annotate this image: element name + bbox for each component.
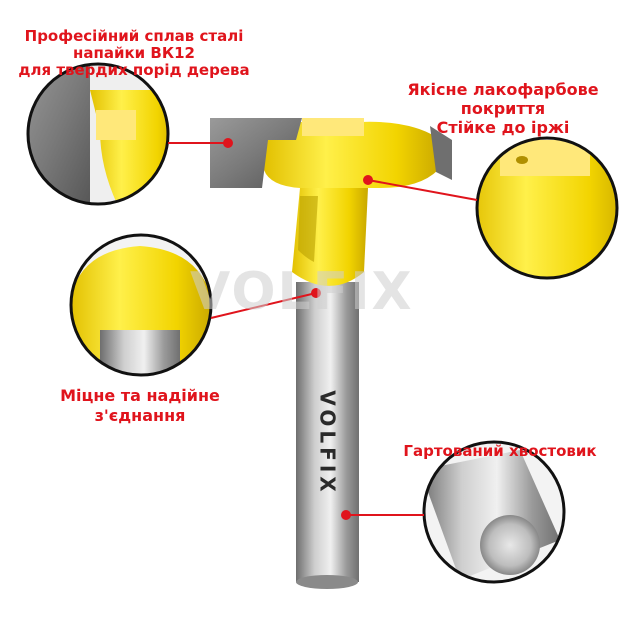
cutter-body <box>264 121 441 188</box>
callout-shank: Гартований хвостовик <box>403 442 597 460</box>
shank-end <box>296 575 358 589</box>
router-bit <box>210 118 452 589</box>
carbide-tip-left <box>210 118 302 188</box>
shank <box>296 282 359 582</box>
zoom-carbide <box>26 62 170 206</box>
carbide-tip-right <box>430 126 452 180</box>
neck-shadow <box>298 196 318 262</box>
callout-carbide: Професійний сплав сталі напайки ВК12 для… <box>18 27 250 79</box>
callout-joint: Міцне та надійне з'єднання <box>60 386 220 425</box>
leader-lines <box>168 138 478 520</box>
zoom-shank <box>422 440 566 584</box>
watermark: VOLFIX <box>190 262 414 322</box>
callout-coating: Якісне лакофарбове покриття Стійке до ір… <box>407 80 599 137</box>
zoom-joint <box>69 233 213 377</box>
shank-logo: VOLFIX <box>316 390 340 496</box>
zoom-coating <box>475 136 619 280</box>
cutter-top <box>302 118 364 136</box>
